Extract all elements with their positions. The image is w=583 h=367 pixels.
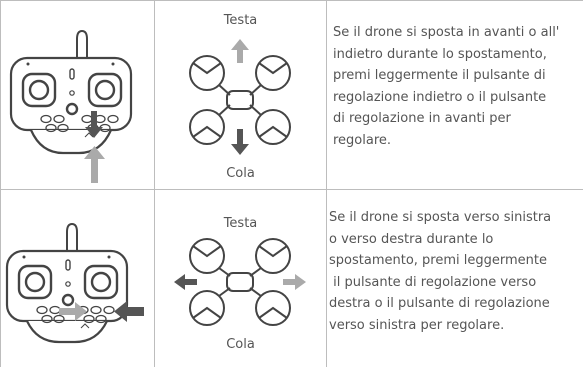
- instruction-line: verso sinistra per regolare.: [329, 317, 505, 333]
- drone-illustration: Testa Cola: [155, 1, 326, 189]
- instruction-paragraph: Se il drone si sposta verso sinistra o v…: [329, 207, 551, 337]
- front-label: Testa: [223, 13, 258, 28]
- remote-controller-illustration: [1, 1, 154, 189]
- table-rule: [0, 189, 583, 190]
- instruction-line: spostamento, premi leggermente: [329, 253, 547, 269]
- quadcopter-icon: [189, 39, 291, 155]
- back-label: Cola: [226, 337, 255, 352]
- back-label: Cola: [226, 166, 255, 181]
- instruction-line: regolazione indietro o il pulsante: [333, 89, 547, 105]
- instruction-line: Se il drone si sposta in avanti o all': [333, 25, 560, 40]
- drone-illustration: Testa Cola: [155, 190, 326, 367]
- remote-controller-icon: [9, 29, 133, 183]
- table-rule: [0, 0, 1, 367]
- instruction-line: regolare.: [333, 132, 392, 148]
- quadcopter-icon: [174, 238, 306, 326]
- remote-controller-icon: [5, 222, 144, 344]
- table-rule: [0, 0, 583, 1]
- front-label: Testa: [223, 216, 258, 231]
- table-rule: [326, 0, 327, 367]
- instruction-line: premi leggermente il pulsante di: [333, 68, 546, 84]
- instruction-text: Se il drone si sposta verso sinistra o v…: [327, 190, 583, 367]
- instruction-line: Se il drone si sposta verso sinistra: [329, 210, 552, 225]
- instruction-line: indietro durante lo spostamento,: [333, 46, 547, 62]
- instruction-line: o verso destra durante lo: [329, 231, 494, 247]
- instruction-line: il pulsante di regolazione verso: [329, 274, 537, 290]
- instruction-text: Se il drone si sposta in avanti o all' i…: [327, 1, 583, 189]
- table-rule: [154, 0, 155, 367]
- instruction-paragraph: Se il drone si sposta in avanti o all' i…: [333, 22, 559, 152]
- remote-controller-illustration: [1, 190, 154, 367]
- instruction-line: destra o il pulsante di regolazione: [329, 296, 550, 312]
- instruction-line: di regolazione in avanti per: [333, 111, 511, 127]
